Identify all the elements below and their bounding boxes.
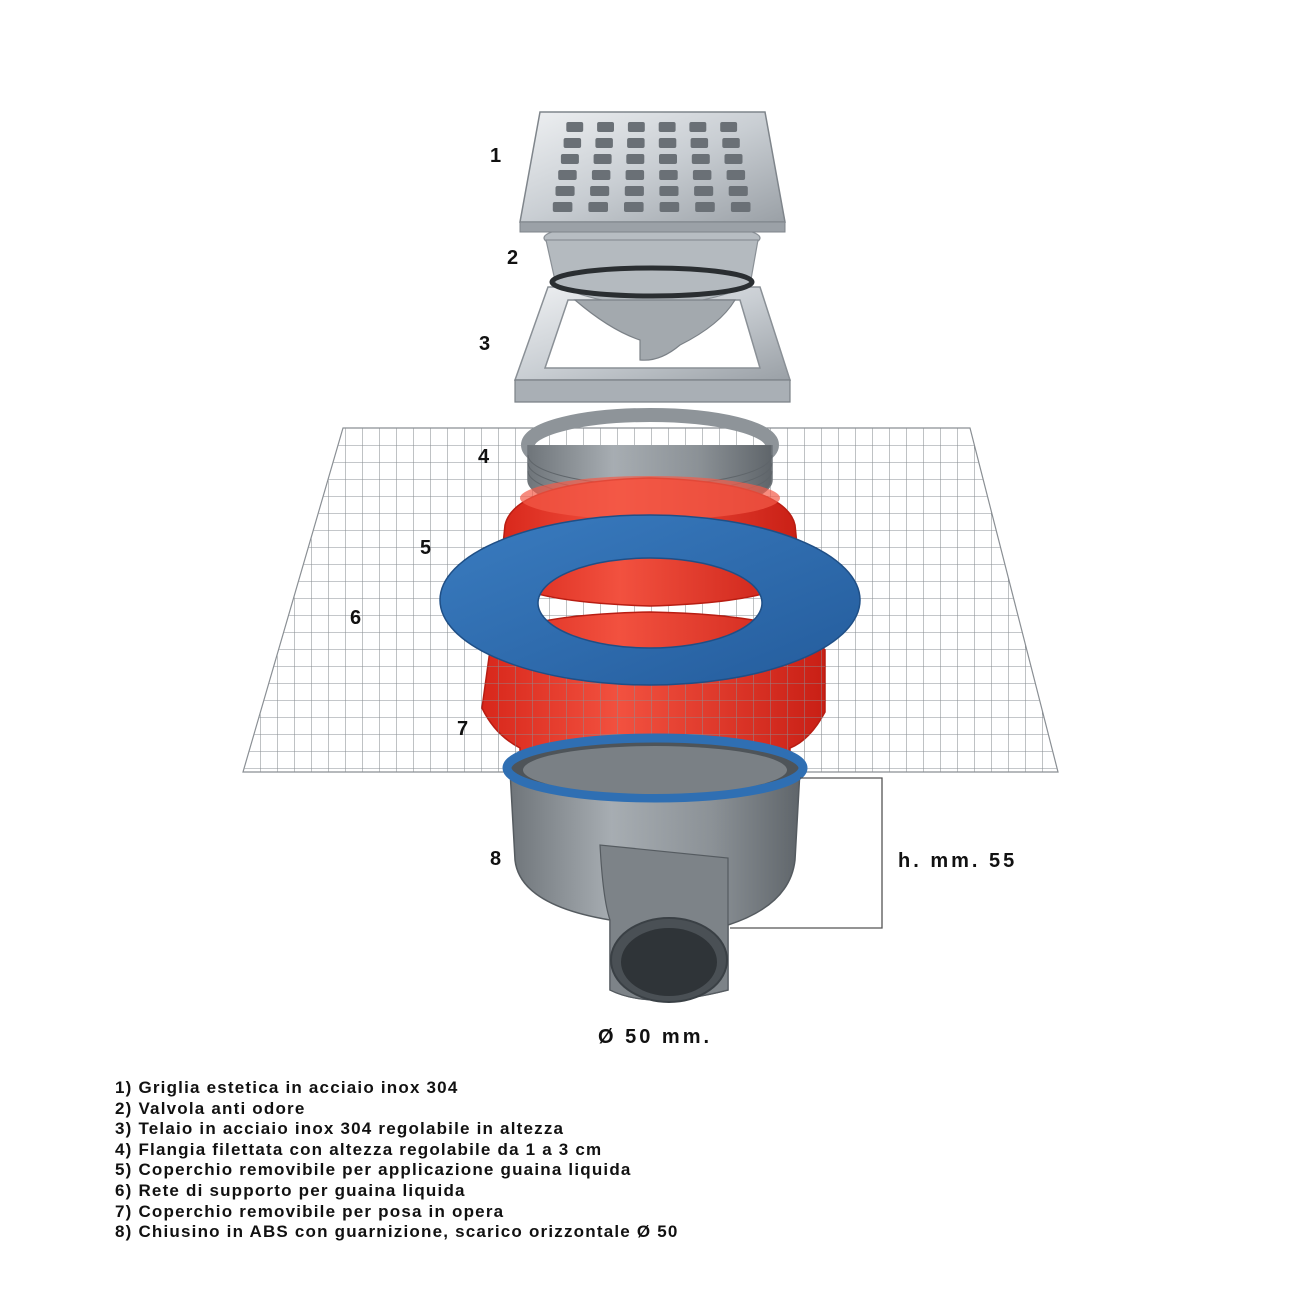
label-7: 7 xyxy=(457,718,469,740)
grille-slot xyxy=(728,186,748,196)
legend-item: 2) Valvola anti odore xyxy=(115,1098,306,1118)
grille-slot xyxy=(597,122,614,132)
grille-slot xyxy=(552,202,573,212)
grille-slot xyxy=(730,202,751,212)
label-2: 2 xyxy=(507,247,519,269)
drain-body-icon xyxy=(502,733,808,1003)
component-legend: 1) Griglia estetica in acciaio inox 304 … xyxy=(115,1078,679,1243)
label-1: 1 xyxy=(490,145,502,167)
grille-slot xyxy=(659,186,679,196)
grille-slot xyxy=(690,138,709,148)
grille-slot xyxy=(722,138,740,148)
diameter-dimension-label: Ø 50 mm. xyxy=(598,1026,713,1048)
blue-gasket-ring-icon xyxy=(439,514,861,686)
grille-slot xyxy=(691,154,710,164)
grille-slot xyxy=(625,170,645,180)
label-6: 6 xyxy=(350,607,362,629)
grille-slot xyxy=(560,154,579,164)
grille-icon xyxy=(519,111,786,233)
grille-slot xyxy=(692,170,712,180)
legend-item: 7) Coperchio removibile per posa in oper… xyxy=(115,1201,505,1221)
grille-slot xyxy=(659,170,678,180)
grille-slot xyxy=(627,122,645,132)
grille-slot xyxy=(658,122,676,132)
grille-slot xyxy=(627,138,645,148)
grille-slot xyxy=(624,186,644,196)
legend-item: 4) Flangia filettata con altezza regolab… xyxy=(115,1139,603,1159)
legend-item: 6) Rete di supporto per guaina liquida xyxy=(115,1180,466,1200)
height-dimension-label: h. mm. 55 xyxy=(898,850,1018,872)
legend-item: 1) Griglia estetica in acciaio inox 304 xyxy=(115,1078,459,1097)
grille-slot xyxy=(695,202,715,212)
label-4: 4 xyxy=(478,446,490,468)
grille-slot xyxy=(659,154,677,164)
grille-slot xyxy=(694,186,714,196)
label-5: 5 xyxy=(420,537,432,559)
steel-frame-icon xyxy=(513,286,792,403)
grille-slot xyxy=(588,202,608,212)
height-dimension-bracket xyxy=(730,777,883,929)
grille-slot xyxy=(626,154,645,164)
grille-slot xyxy=(724,154,743,164)
grille-slot xyxy=(659,202,680,212)
grille-slot xyxy=(591,170,611,180)
grille-slot xyxy=(726,170,746,180)
grille-slot xyxy=(593,154,612,164)
grille-slot xyxy=(689,122,707,132)
grille-slot xyxy=(558,170,577,180)
grille-slot xyxy=(566,122,584,132)
legend-item: 3) Telaio in acciaio inox 304 regolabile… xyxy=(115,1119,565,1139)
grille-slot xyxy=(624,202,644,212)
odor-valve-icon xyxy=(543,221,761,361)
label-3: 3 xyxy=(479,333,491,355)
grille-slot xyxy=(563,138,582,148)
grille-slot xyxy=(595,138,613,148)
legend-item: 8) Chiusino in ABS con guarnizione, scar… xyxy=(115,1222,679,1242)
legend-item: 5) Coperchio removibile per applicazione… xyxy=(115,1160,632,1180)
grille-slot xyxy=(555,186,575,196)
grille-slot xyxy=(720,122,738,132)
label-8: 8 xyxy=(490,848,502,870)
grille-slot xyxy=(658,138,677,148)
grille-slot xyxy=(590,186,610,196)
